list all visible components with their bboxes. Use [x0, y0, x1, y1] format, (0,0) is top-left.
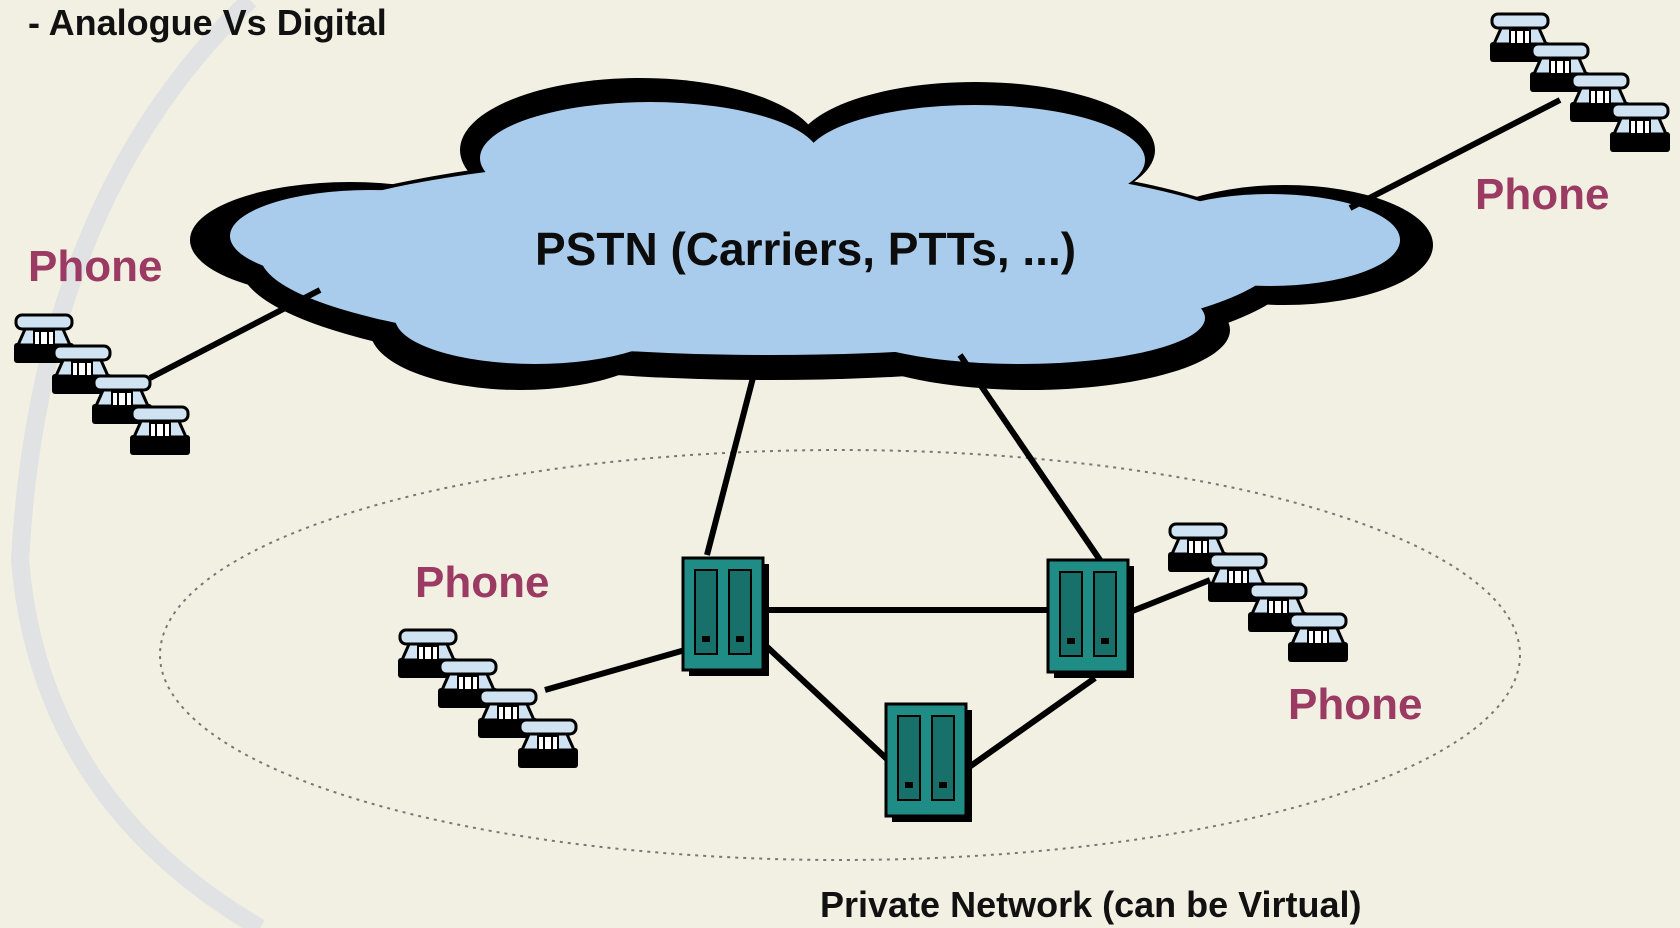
phone-stack-private-left [396, 628, 580, 770]
telephone-icon [1286, 612, 1350, 664]
telephone-icon [128, 405, 192, 457]
link-cloud-switch-b [957, 353, 1103, 562]
link-private-right-phones [1128, 577, 1212, 615]
telephone-icon [516, 718, 580, 770]
link-left-phones-cloud [148, 287, 322, 381]
page-subtitle: - Analogue Vs Digital [28, 2, 387, 43]
network-cloud-icon [230, 102, 1400, 364]
telephone-icon [1608, 102, 1672, 154]
phone-label-left: Phone [28, 242, 163, 291]
link-private-left-phones [544, 647, 686, 693]
phone-label-private-left: Phone [415, 558, 550, 607]
pbx-switch-icon [681, 556, 771, 678]
link-cloud-switch-a [704, 369, 758, 556]
pbx-switch-icon [1046, 558, 1136, 680]
link-switch-b-switch-c [963, 675, 1097, 773]
phone-stack-private-right [1166, 522, 1350, 664]
background-arc [10, 0, 265, 928]
phone-label-top-right: Phone [1475, 170, 1610, 219]
private-network-boundary [159, 449, 1521, 861]
link-topright-phones-cloud [1348, 97, 1562, 211]
link-switch-a-switch-c [762, 642, 891, 763]
private-network-label: Private Network (can be Virtual) [820, 884, 1362, 925]
connection-lines [148, 97, 1562, 773]
pbx-switch-icon [884, 702, 974, 824]
phone-stack-top-right [1488, 12, 1672, 154]
pstn-cloud-label: PSTN (Carriers, PTTs, ...) [535, 223, 1077, 275]
phone-label-private-right: Phone [1288, 680, 1423, 729]
